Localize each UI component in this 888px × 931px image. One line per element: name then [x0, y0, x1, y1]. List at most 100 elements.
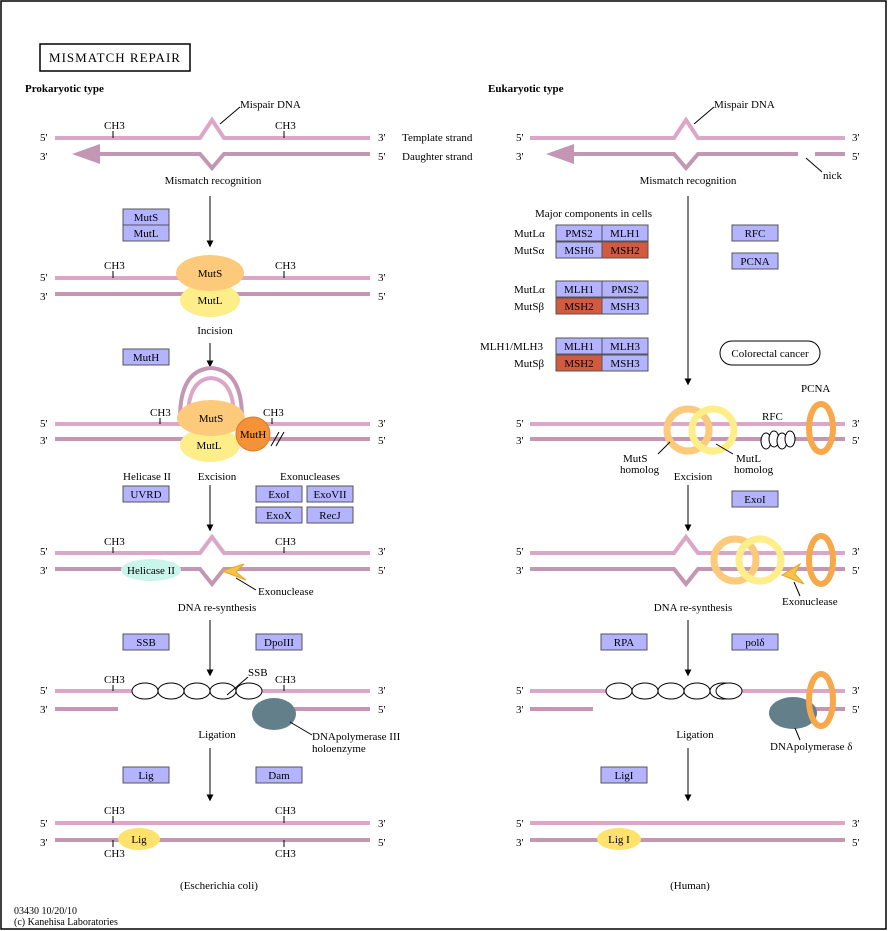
svg-text:5': 5'	[378, 837, 386, 849]
svg-text:MutSα: MutSα	[514, 245, 544, 257]
gene-pms2[interactable]: PMS2	[555, 224, 603, 242]
euk-stage1-dna: 5' 3' 3' 5' Mispair DNA nick Mismatch re…	[516, 99, 860, 187]
helicase-ii-label: Helicase II	[123, 471, 171, 483]
gene-exox[interactable]: ExoX	[255, 506, 303, 524]
gene-msh3[interactable]: MSH3	[601, 354, 649, 372]
svg-text:ExoVII: ExoVII	[314, 489, 347, 501]
svg-text:PCNA: PCNA	[740, 256, 769, 268]
gene-rfc[interactable]: RFC	[731, 224, 779, 242]
svg-text:3': 3'	[516, 837, 524, 849]
muts-protein	[176, 255, 244, 291]
svg-text:3': 3'	[852, 132, 860, 144]
euk-pcna-label: PCNA	[801, 383, 830, 395]
svg-text:ExoX: ExoX	[266, 510, 292, 522]
gene-msh6[interactable]: MSH6	[555, 241, 603, 259]
pro-step-dna-resynthesis: DNA re-synthesis	[178, 602, 257, 614]
svg-text:MutL: MutL	[133, 228, 158, 240]
dna-polymerase-iii	[252, 698, 296, 730]
svg-text:MLH1/MLH3: MLH1/MLH3	[480, 341, 543, 353]
gene-ssb[interactable]: SSB	[122, 633, 170, 651]
gene-exoi-human[interactable]: ExoI	[731, 490, 779, 508]
svg-text:5': 5'	[516, 546, 524, 558]
svg-text:3': 3'	[40, 837, 48, 849]
pro-stage4-dna: 5' 3' 3' 5' CH3 CH3 Helicase II Exonucle…	[40, 533, 386, 614]
gene-exovii[interactable]: ExoVII	[306, 485, 354, 503]
muth-protein	[235, 416, 271, 452]
ssb-proteins	[131, 682, 263, 700]
svg-text:3': 3'	[378, 272, 386, 284]
svg-text:5': 5'	[378, 291, 386, 303]
gene-pcna[interactable]: PCNA	[731, 252, 779, 270]
gene-mlh3[interactable]: MLH3	[601, 337, 649, 355]
svg-text:CH3: CH3	[104, 120, 125, 132]
gene-msh2[interactable]: MSH2	[555, 297, 603, 315]
pro-stage2-dna: 5' 3' 3' 5' CH3 CH3 MutS MutL Incision	[40, 255, 386, 337]
prokaryotic-panel: Prokaryotic type 5' 3' 3' 5' CH3 CH3 Mis…	[25, 83, 473, 892]
gene-muth[interactable]: MutH	[122, 348, 170, 366]
svg-text:Lig: Lig	[138, 770, 154, 782]
gene-pold[interactable]: polδ	[731, 633, 779, 651]
svg-text:MutS: MutS	[623, 453, 647, 465]
svg-text:5': 5'	[852, 837, 860, 849]
gene-msh3[interactable]: MSH3	[601, 297, 649, 315]
pro-stage6-dna: 5' 3' 3' 5' CH3 CH3 CH3 CH3 Lig (Escheri…	[40, 805, 386, 892]
gene-rpa[interactable]: RPA	[600, 633, 648, 651]
svg-text:MutS: MutS	[199, 413, 223, 425]
svg-text:LigI: LigI	[615, 770, 634, 782]
pro-dnapol-label-1: DNApolymerase III	[312, 731, 401, 743]
complex-3: MLH1/MLH3 MutSβ MLH1 MLH3 MSH2 MSH3	[480, 337, 649, 372]
gene-mutl[interactable]: MutL	[122, 224, 170, 242]
svg-text:Lig: Lig	[131, 834, 147, 846]
gene-mlh1[interactable]: MLH1	[601, 224, 649, 242]
gene-uvrd[interactable]: UVRD	[122, 485, 170, 503]
svg-text:SSB: SSB	[136, 637, 156, 649]
svg-text:5': 5'	[40, 132, 48, 144]
euk-step-excision: Excision	[674, 471, 713, 483]
gene-msh2[interactable]: MSH2	[601, 241, 649, 259]
lig-i-protein	[597, 828, 641, 850]
svg-text:CH3: CH3	[275, 536, 296, 548]
gene-pms2[interactable]: PMS2	[601, 280, 649, 298]
lig-protein	[118, 828, 160, 850]
dna-polymerase-delta	[769, 697, 817, 729]
gene-exoi[interactable]: ExoI	[255, 485, 303, 503]
euk-step-mismatch-recognition: Mismatch recognition	[640, 175, 737, 187]
daughter-strand-label: Daughter strand	[402, 151, 473, 163]
gene-recj[interactable]: RecJ	[306, 506, 354, 524]
svg-text:3': 3'	[378, 132, 386, 144]
gene-ligi[interactable]: LigI	[600, 766, 648, 784]
svg-text:5': 5'	[516, 685, 524, 697]
svg-text:3': 3'	[378, 546, 386, 558]
gene-muts[interactable]: MutS	[122, 208, 170, 226]
rfc-protein	[760, 430, 796, 450]
muts-homolog-ring	[663, 405, 713, 455]
gene-mlh1[interactable]: MLH1	[555, 337, 603, 355]
svg-text:3': 3'	[516, 151, 524, 163]
svg-text:PMS2: PMS2	[565, 228, 593, 240]
colorectal-cancer-disease[interactable]: Colorectal cancer	[719, 340, 821, 366]
svg-text:MutS: MutS	[198, 268, 222, 280]
svg-text:MSH3: MSH3	[610, 358, 640, 370]
gene-lig[interactable]: Lig	[122, 766, 170, 784]
svg-text:CH3: CH3	[275, 674, 296, 686]
euk-stage2-dna: 5' 3' 3' 5' PCNA RFC MutS homolog MutL h…	[516, 383, 860, 483]
gene-dpoiii[interactable]: DpoIII	[255, 633, 303, 651]
euk-step-ligation: Ligation	[676, 729, 714, 741]
pro-dnapol-label-2: holoenzyme	[312, 743, 366, 755]
gene-msh2[interactable]: MSH2	[555, 354, 603, 372]
pro-step-excision: Excision	[198, 471, 237, 483]
svg-text:3': 3'	[852, 818, 860, 830]
svg-text:3': 3'	[40, 565, 48, 577]
svg-text:MutL: MutL	[197, 295, 222, 307]
svg-text:MutLα: MutLα	[514, 284, 545, 296]
svg-text:5': 5'	[516, 132, 524, 144]
pro-organism: (Escherichia coli)	[180, 880, 258, 892]
svg-text:3': 3'	[516, 704, 524, 716]
svg-text:CH3: CH3	[104, 848, 125, 860]
eukaryotic-heading: Eukaryotic type	[488, 83, 564, 95]
svg-text:5': 5'	[852, 435, 860, 447]
svg-text:Lig I: Lig I	[608, 834, 630, 846]
gene-mlh1[interactable]: MLH1	[555, 280, 603, 298]
gene-dam[interactable]: Dam	[255, 766, 303, 784]
